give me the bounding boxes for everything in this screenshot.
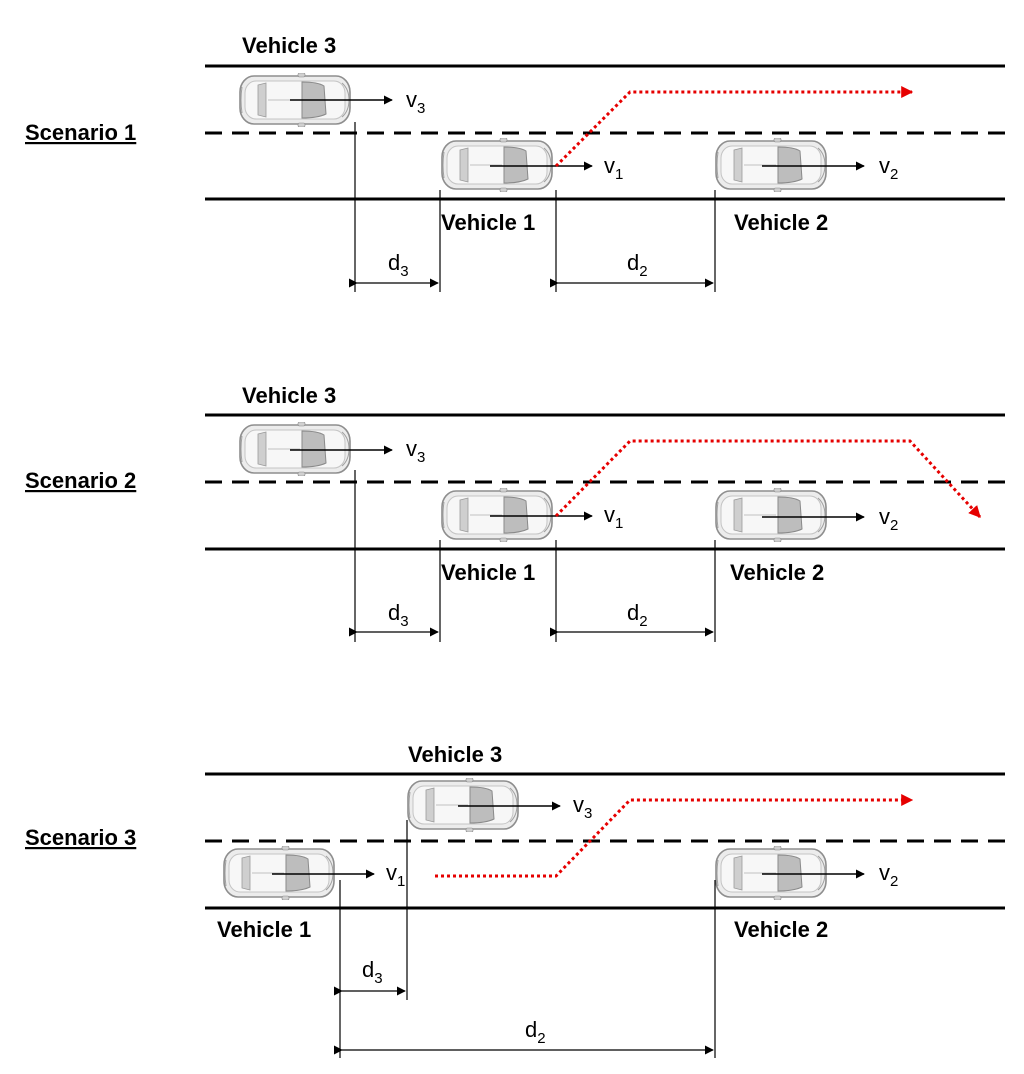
v2-symbol: v2 bbox=[879, 504, 898, 534]
scenario-2: Scenario 2 Vehicle 3 Vehicle 1 Vehicle 2… bbox=[25, 383, 1005, 642]
vehicle-3-car-icon bbox=[239, 422, 351, 476]
vehicle-1-label: Vehicle 1 bbox=[217, 917, 311, 942]
vehicle-2-label: Vehicle 2 bbox=[734, 917, 828, 942]
d3-symbol: d3 bbox=[362, 957, 383, 987]
d3-symbol: d3 bbox=[388, 600, 409, 630]
vehicle-3-label: Vehicle 3 bbox=[408, 742, 502, 767]
d3-symbol: d3 bbox=[388, 250, 409, 280]
vehicle-3-car-icon bbox=[407, 778, 519, 832]
scenario-title: Scenario 3 bbox=[25, 825, 136, 850]
d2-symbol: d2 bbox=[627, 250, 648, 280]
vehicle-1-car-icon bbox=[223, 846, 335, 900]
d2-symbol: d2 bbox=[525, 1017, 546, 1047]
v2-symbol: v2 bbox=[879, 860, 898, 890]
vehicle-1-label: Vehicle 1 bbox=[441, 210, 535, 235]
scenario-title: Scenario 2 bbox=[25, 468, 136, 493]
vehicle-1-car-icon bbox=[441, 138, 553, 192]
v1-symbol: v1 bbox=[604, 502, 623, 532]
vehicle-2-label: Vehicle 2 bbox=[734, 210, 828, 235]
v2-symbol: v2 bbox=[879, 153, 898, 183]
scenario-title: Scenario 1 bbox=[25, 120, 136, 145]
v3-symbol: v3 bbox=[573, 792, 592, 822]
v1-symbol: v1 bbox=[386, 860, 405, 890]
vehicle-1-car-icon bbox=[441, 488, 553, 542]
v1-symbol: v1 bbox=[604, 153, 623, 183]
v3-symbol: v3 bbox=[406, 436, 425, 466]
vehicle-3-label: Vehicle 3 bbox=[242, 383, 336, 408]
scenario-3: Scenario 3 Vehicle 3 Vehicle 1 Vehicle 2… bbox=[25, 742, 1005, 1058]
scenario-1: Scenario 1 Vehicle 3 Vehicle 1 Vehicle 2… bbox=[25, 33, 1005, 292]
vehicle-1-trajectory bbox=[554, 86, 914, 168]
vehicle-2-car-icon bbox=[715, 138, 827, 192]
vehicle-3-label: Vehicle 3 bbox=[242, 33, 336, 58]
v3-symbol: v3 bbox=[406, 87, 425, 117]
vehicle-2-car-icon bbox=[715, 846, 827, 900]
d2-symbol: d2 bbox=[627, 600, 648, 630]
vehicle-2-label: Vehicle 2 bbox=[730, 560, 824, 585]
vehicle-2-car-icon bbox=[715, 488, 827, 542]
vehicle-1-trajectory bbox=[435, 794, 914, 878]
vehicle-1-label: Vehicle 1 bbox=[441, 560, 535, 585]
